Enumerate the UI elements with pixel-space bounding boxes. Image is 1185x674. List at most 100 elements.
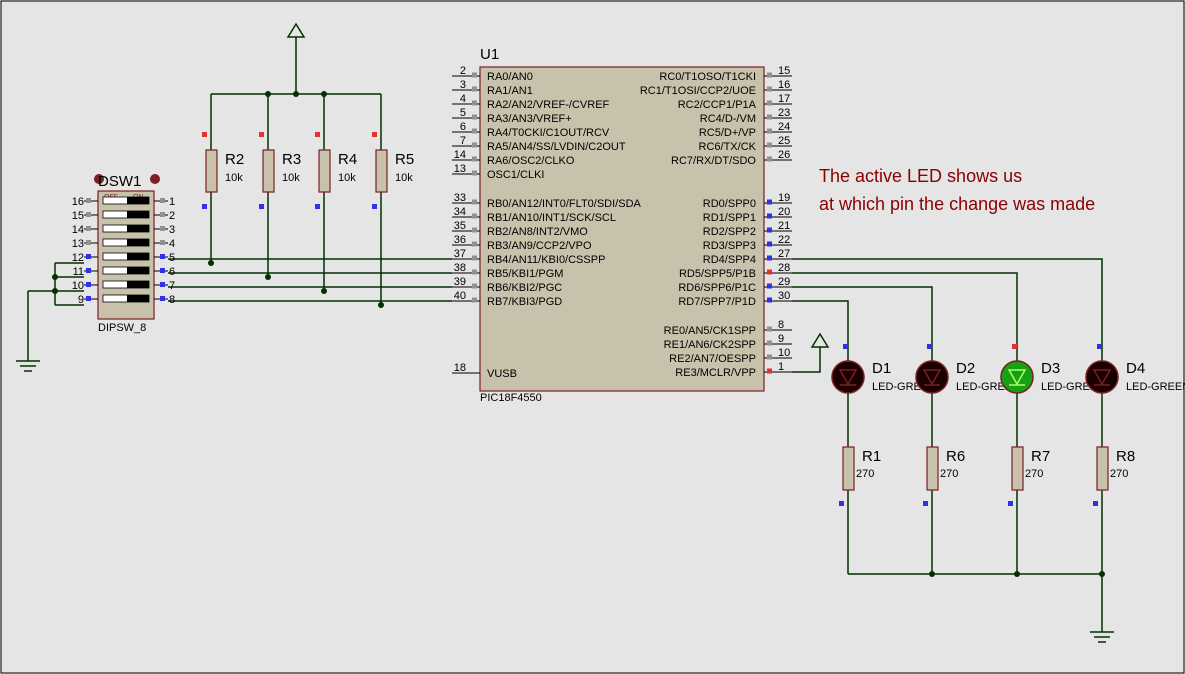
ground-terminal-left[interactable] (16, 291, 40, 372)
dipswitch-refdes: DSW1 (98, 173, 141, 190)
pin-name: RC4/D-/VM (700, 113, 756, 125)
pin-number: 19 (778, 192, 790, 204)
pin-state-marker (472, 297, 477, 303)
resistor-refdes: R6 (946, 448, 965, 465)
pin-number: 9 (78, 294, 84, 306)
junction-dot (52, 274, 58, 280)
pin-number: 14 (72, 224, 84, 236)
dipswitch-dsw1[interactable]: OFF ON DSW1 DIPSW_8 16115214313412511610… (72, 173, 175, 334)
pin-state-marker (472, 227, 477, 233)
pin-name: RC5/D+/VP (699, 127, 756, 139)
led-body (915, 360, 949, 394)
wire (792, 272, 1018, 361)
pin-state-marker (160, 226, 165, 231)
pin-number: 15 (778, 65, 790, 77)
pin-name: RD7/SPP7/P1D (678, 296, 756, 308)
pin-name: RB3/AN9/CCP2/VPO (487, 240, 592, 252)
pin-state-marker (86, 240, 91, 245)
led-body (1085, 360, 1119, 394)
pin-state-marker (259, 132, 264, 137)
pin-state-marker (767, 241, 772, 247)
junction-dot (52, 288, 58, 294)
pin-number: 22 (778, 234, 790, 246)
pin-name: RD5/SPP5/P1B (679, 268, 756, 280)
pin-name: RE1/AN6/CK2SPP (664, 339, 756, 351)
pin-state-marker (160, 296, 165, 301)
pin-name: RA1/AN1 (487, 85, 533, 97)
pin-number: 36 (454, 234, 466, 246)
pin-number: 28 (778, 262, 790, 274)
led-refdes: D3 (1041, 360, 1060, 377)
pin-state-marker (202, 204, 207, 209)
pin-name: RA6/OSC2/CLKO (487, 155, 575, 167)
power-terminal-mclr[interactable] (810, 332, 830, 348)
led-refdes: D1 (872, 360, 891, 377)
junction-dot (929, 571, 935, 577)
pin-state-marker (472, 86, 477, 92)
pin-state-marker (86, 268, 91, 273)
pin-name: OSC1/CLKI (487, 169, 544, 181)
pin-state-marker (472, 114, 477, 120)
power-terminal-top[interactable] (286, 22, 306, 94)
resistor-refdes: R8 (1116, 448, 1135, 465)
ground-terminal-right[interactable] (1090, 574, 1114, 643)
diode-icon (922, 369, 942, 386)
